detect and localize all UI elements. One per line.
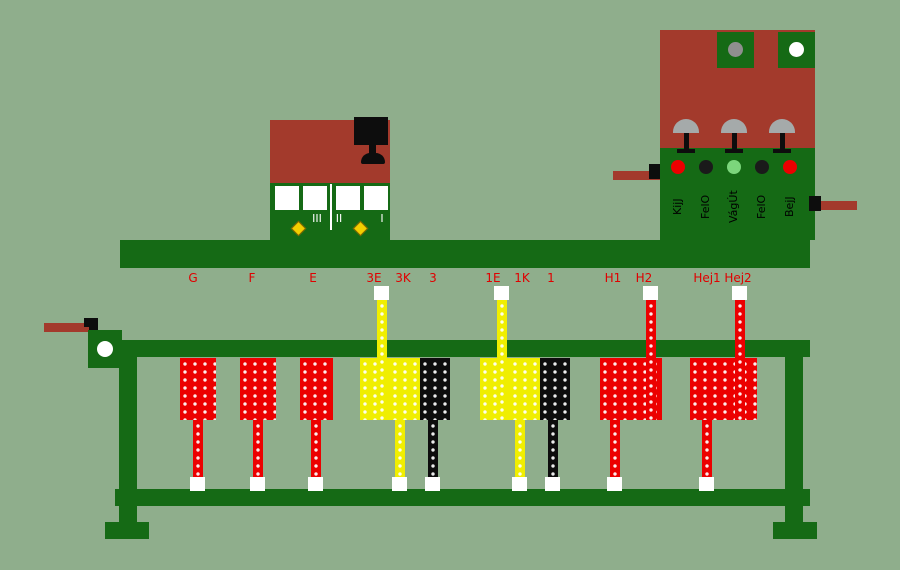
- semaphore-post: [732, 133, 737, 151]
- window-label-I: I: [380, 212, 384, 225]
- lever-1E-handle[interactable]: [494, 286, 509, 300]
- block-window-3: [336, 186, 360, 210]
- indicator-label-felo-2: FelO: [755, 194, 768, 220]
- indicator-label-kijj: KijJ: [671, 198, 684, 216]
- indicator-lamp-kijj[interactable]: [671, 160, 685, 174]
- lever-label-H2: H2: [635, 271, 653, 285]
- indicator-label-bejj: BejJ: [783, 196, 796, 218]
- frame-left-foot: [105, 522, 149, 539]
- lever-label-1K: 1K: [514, 271, 530, 285]
- wire-bracket-hook: [809, 196, 821, 211]
- lever-3-handle[interactable]: [425, 477, 440, 491]
- lever-H2-handle[interactable]: [643, 286, 658, 300]
- white-light[interactable]: [789, 42, 804, 57]
- lever-G-handle[interactable]: [190, 477, 205, 491]
- lever-H1-shaft[interactable]: [610, 420, 620, 478]
- frame-right-post: [785, 340, 803, 523]
- lever-label-3K: 3K: [395, 271, 411, 285]
- lever-3-shaft[interactable]: [428, 420, 438, 478]
- lever-block-F: [240, 358, 276, 420]
- wire-bracket-hook: [649, 164, 660, 179]
- shelf-beam: [120, 240, 810, 268]
- lever-F-handle[interactable]: [250, 477, 265, 491]
- bell-stem: [369, 145, 376, 154]
- gray-light[interactable]: [728, 42, 743, 57]
- lever-label-H1: H1: [604, 271, 622, 285]
- lever-block-1: [540, 358, 570, 420]
- semaphore-disc-icon: [769, 119, 795, 133]
- lever-1K-shaft[interactable]: [515, 420, 525, 478]
- block-window-1: [275, 186, 299, 210]
- lever-H2-shaft[interactable]: [646, 300, 656, 420]
- bell-cap-icon: [361, 153, 385, 164]
- lever-H1-handle[interactable]: [607, 477, 622, 491]
- frame-right-foot: [773, 522, 817, 539]
- lever-label-1: 1: [547, 271, 555, 285]
- lever-label-F: F: [248, 271, 256, 285]
- lever-E-handle[interactable]: [308, 477, 323, 491]
- semaphore-base: [677, 149, 695, 153]
- lever-1K-handle[interactable]: [512, 477, 527, 491]
- lever-block-E: [300, 358, 333, 420]
- frame-top-rail: [115, 340, 810, 357]
- lever-block-Hej: [690, 358, 757, 420]
- indicator-lamp-vagut[interactable]: [727, 160, 741, 174]
- semaphore-disc-icon: [673, 119, 699, 133]
- lever-Hej1-shaft[interactable]: [702, 420, 712, 478]
- semaphore-disc-icon: [721, 119, 747, 133]
- indicator-label-felo-1: FelO: [699, 194, 712, 220]
- block-window-4: [364, 186, 388, 210]
- lever-label-3E: 3E: [366, 271, 382, 285]
- lever-Hej2-shaft[interactable]: [735, 300, 745, 420]
- wire-bracket-bar: [815, 201, 857, 210]
- lever-3E-handle[interactable]: [374, 286, 389, 300]
- lever-block-3: [420, 358, 450, 420]
- bell-box: [354, 117, 388, 145]
- lever-block-3E-3K: [360, 358, 420, 420]
- lever-3E-shaft[interactable]: [377, 300, 387, 420]
- frame-left-post: [119, 340, 137, 523]
- lever-G-shaft[interactable]: [193, 420, 203, 478]
- window-divider: [330, 184, 332, 230]
- lever-3K-handle[interactable]: [392, 477, 407, 491]
- semaphore-base: [773, 149, 791, 153]
- indicator-label-vagut: VágÚt: [727, 190, 740, 224]
- frame-bottom-rail: [115, 489, 810, 506]
- lever-1E-shaft[interactable]: [497, 300, 507, 420]
- lever-label-3: 3: [429, 271, 437, 285]
- semaphore-base: [725, 149, 743, 153]
- semaphore-post: [684, 133, 689, 151]
- wire-bracket-bar: [44, 323, 96, 332]
- lever-1-handle[interactable]: [545, 477, 560, 491]
- frame-end-light[interactable]: [97, 341, 113, 357]
- lever-Hej1-handle[interactable]: [699, 477, 714, 491]
- block-window-2: [303, 186, 327, 210]
- lever-label-G: G: [188, 271, 198, 285]
- indicator-lamp-bejj[interactable]: [783, 160, 797, 174]
- lever-block-1E-1K: [480, 358, 540, 420]
- lever-label-Hej1: Hej1: [693, 271, 721, 285]
- window-label-II: II: [335, 212, 343, 225]
- indicator-lamp-felo-2[interactable]: [755, 160, 769, 174]
- lever-label-1E: 1E: [485, 271, 501, 285]
- lever-Hej2-handle[interactable]: [732, 286, 747, 300]
- lever-F-shaft[interactable]: [253, 420, 263, 478]
- lever-E-shaft[interactable]: [311, 420, 321, 478]
- window-label-III: III: [312, 212, 322, 225]
- semaphore-post: [780, 133, 785, 151]
- lever-1-shaft[interactable]: [548, 420, 558, 478]
- lever-label-E: E: [309, 271, 317, 285]
- lever-label-Hej2: Hej2: [724, 271, 752, 285]
- lever-3K-shaft[interactable]: [395, 420, 405, 478]
- lever-block-G: [180, 358, 216, 420]
- indicator-lamp-felo-1[interactable]: [699, 160, 713, 174]
- wire-bracket-bar: [613, 171, 660, 180]
